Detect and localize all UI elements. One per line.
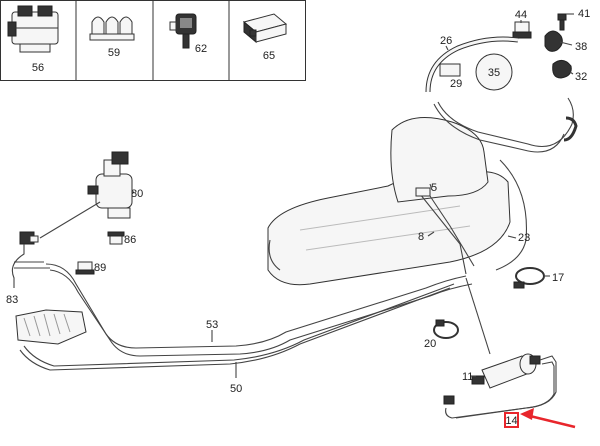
callout-17: 17: [552, 272, 564, 284]
fuel-line-50: [19, 287, 451, 371]
callout-5: 5: [431, 182, 437, 194]
bracket-clip-icon: [169, 13, 197, 49]
callout-26: 26: [440, 35, 452, 47]
callout-80: 80: [131, 188, 143, 200]
red-arrow-icon: [520, 408, 576, 429]
callout-86: 86: [124, 234, 136, 246]
callout-50: 50: [230, 383, 242, 395]
clip-strip-icon: [89, 16, 135, 41]
charcoal-canister-80: [87, 151, 133, 219]
callout-89: 89: [94, 262, 106, 274]
inset-boxes: 56 59 62 65: [0, 0, 306, 81]
callout-23: 23: [518, 232, 530, 244]
inset-label-59: 59: [108, 47, 120, 59]
callout-14: 14: [505, 415, 517, 427]
hose-vent: [437, 97, 574, 148]
grommet-icon: [544, 30, 563, 52]
connector-block-icon: [242, 13, 288, 44]
hose-23: [495, 159, 528, 271]
vent-hose-group: [425, 36, 519, 93]
callout-8: 8: [418, 231, 424, 243]
inset-label-56: 56: [32, 62, 44, 74]
highlight-box-14: [504, 412, 519, 428]
fuel-line-53: [45, 263, 467, 349]
connector-83: [19, 231, 39, 245]
callout-29: 29: [450, 78, 462, 90]
small-parts-top-right: [512, 13, 572, 79]
callout-44: 44: [515, 9, 527, 21]
callout-11: 11: [462, 371, 473, 383]
fuel-filter-11: [471, 353, 541, 389]
callout-32: 32: [575, 71, 587, 83]
bolt-icon: [557, 13, 567, 21]
hose-clamp-20: [433, 319, 459, 339]
fuel-tank: [267, 117, 511, 286]
callout-83: 83: [6, 294, 18, 306]
cap-icon: [552, 60, 572, 79]
damper-lower-left: [15, 309, 87, 345]
inset-label-62: 62: [195, 43, 207, 55]
callout-35: 35: [488, 67, 500, 79]
clip-89: [75, 261, 95, 275]
callout-53: 53: [206, 319, 218, 331]
valve-block-icon: [7, 5, 59, 53]
callout-41: 41: [578, 8, 590, 20]
hose-clamp-17: [513, 267, 545, 289]
callout-38: 38: [575, 41, 587, 53]
callout-20: 20: [424, 338, 436, 350]
valve-86: [107, 231, 125, 245]
inset-label-65: 65: [263, 50, 275, 62]
clip-icon: [514, 21, 530, 33]
